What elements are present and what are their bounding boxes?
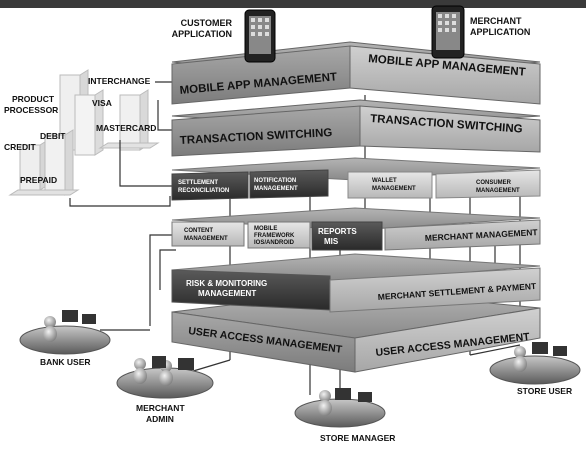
merchant-admin-pod — [116, 356, 214, 399]
interchange-label: INTERCHANGE — [88, 76, 151, 86]
risk-label-1: RISK & MONITORING — [186, 279, 267, 288]
customer-app-label-1: CUSTOMER — [181, 18, 233, 28]
prepaid-label: PREPAID — [20, 175, 57, 185]
merchant-app-label-2: APPLICATION — [470, 27, 530, 37]
consumer-label-1: CONSUMER — [476, 180, 512, 186]
settlement-label-1: SETTLEMENT — [178, 180, 218, 186]
customer-app-label-2: APPLICATION — [172, 29, 232, 39]
wallet-label-2: MANAGEMENT — [372, 186, 416, 192]
consumer-label-2: MANAGEMENT — [476, 188, 520, 194]
mastercard-label: MASTERCARD — [96, 123, 156, 133]
wallet-label-1: WALLET — [372, 178, 397, 184]
visa-label: VISA — [92, 98, 112, 108]
merchant-admin-label-1: MERCHANT — [136, 403, 185, 413]
merchant-admin-label-2: ADMIN — [146, 414, 174, 424]
credit-label: CREDIT — [4, 142, 36, 152]
bank-user-pod — [19, 310, 111, 355]
merchant-phone-icon — [431, 5, 465, 59]
layer-risk-settlement — [171, 253, 541, 313]
content-label-2: MANAGEMENT — [184, 236, 228, 242]
reports-label-1: REPORTS — [318, 227, 357, 236]
reports-label-2: MIS — [324, 237, 339, 246]
customer-phone-icon — [244, 9, 276, 63]
product-processor-label-1: PRODUCT — [12, 94, 55, 104]
top-banner — [0, 0, 586, 8]
settlement-label-2: RECONCILIATION — [178, 188, 229, 194]
store-manager-pod — [294, 388, 386, 428]
debit-label: DEBIT — [40, 131, 66, 141]
mobile-fw-label-2: FRAMEWORK — [254, 233, 295, 239]
layer-content-reports — [171, 207, 541, 251]
bank-user-label: BANK USER — [40, 357, 91, 367]
risk-label-2: MANAGEMENT — [198, 289, 256, 298]
store-manager-label: STORE MANAGER — [320, 433, 395, 443]
product-bar-chart — [8, 69, 160, 196]
layer-settlement-wallet — [171, 157, 541, 201]
mobile-fw-label-3: IOS/ANDROID — [254, 240, 295, 246]
merchant-app-label-1: MERCHANT — [470, 16, 522, 26]
layer-mobile-app — [171, 41, 541, 105]
mobile-fw-label-1: MOBILE — [254, 226, 277, 232]
notification-label-2: MANAGEMENT — [254, 186, 298, 192]
layer-transaction-switching — [171, 99, 541, 157]
notification-label-1: NOTIFICATION — [254, 178, 296, 184]
product-processor-label-2: PROCESSOR — [4, 105, 58, 115]
store-user-pod — [489, 342, 581, 385]
store-user-label: STORE USER — [517, 386, 572, 396]
content-label-1: CONTENT — [184, 228, 213, 234]
